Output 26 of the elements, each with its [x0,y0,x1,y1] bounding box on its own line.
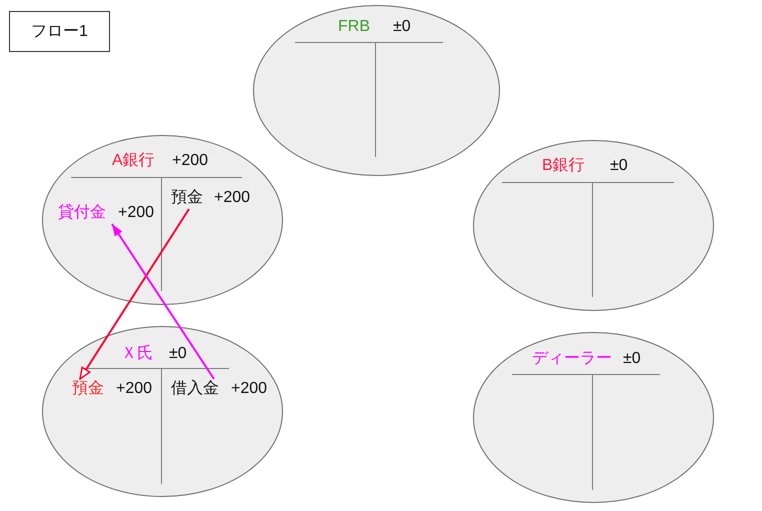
amount-value: +200 [214,188,250,208]
balance-value: ±0 [169,344,187,364]
account-holder-name: ディーラー [532,349,612,369]
amount-value: +200 [116,379,152,399]
balance-value: ±0 [610,156,628,176]
amount-value: +200 [231,379,268,399]
account-holder-name: A銀行 [112,151,155,171]
account-holder-name: B銀行 [542,156,585,176]
balance-value: ±0 [393,17,411,37]
account-item: 借入金 [171,379,219,399]
account-item: 預金 [72,379,104,399]
balance-value: +200 [172,151,208,171]
account-ellipse [473,332,714,503]
title-label: フロー1 [9,11,110,52]
account-ellipse [473,140,714,311]
account-item: 貸付金 [58,203,106,223]
account-ellipse [253,5,500,176]
account-holder-name: Ｘ氏 [121,344,153,364]
flow-arrow [111,223,215,380]
account-ellipse [42,326,283,497]
flow-arrow [79,208,190,380]
balance-value: ±0 [623,349,641,369]
account-item: 預金 [171,188,203,208]
amount-value: +200 [118,203,154,223]
account-ellipse [42,135,283,305]
account-holder-name: FRB [338,17,370,37]
